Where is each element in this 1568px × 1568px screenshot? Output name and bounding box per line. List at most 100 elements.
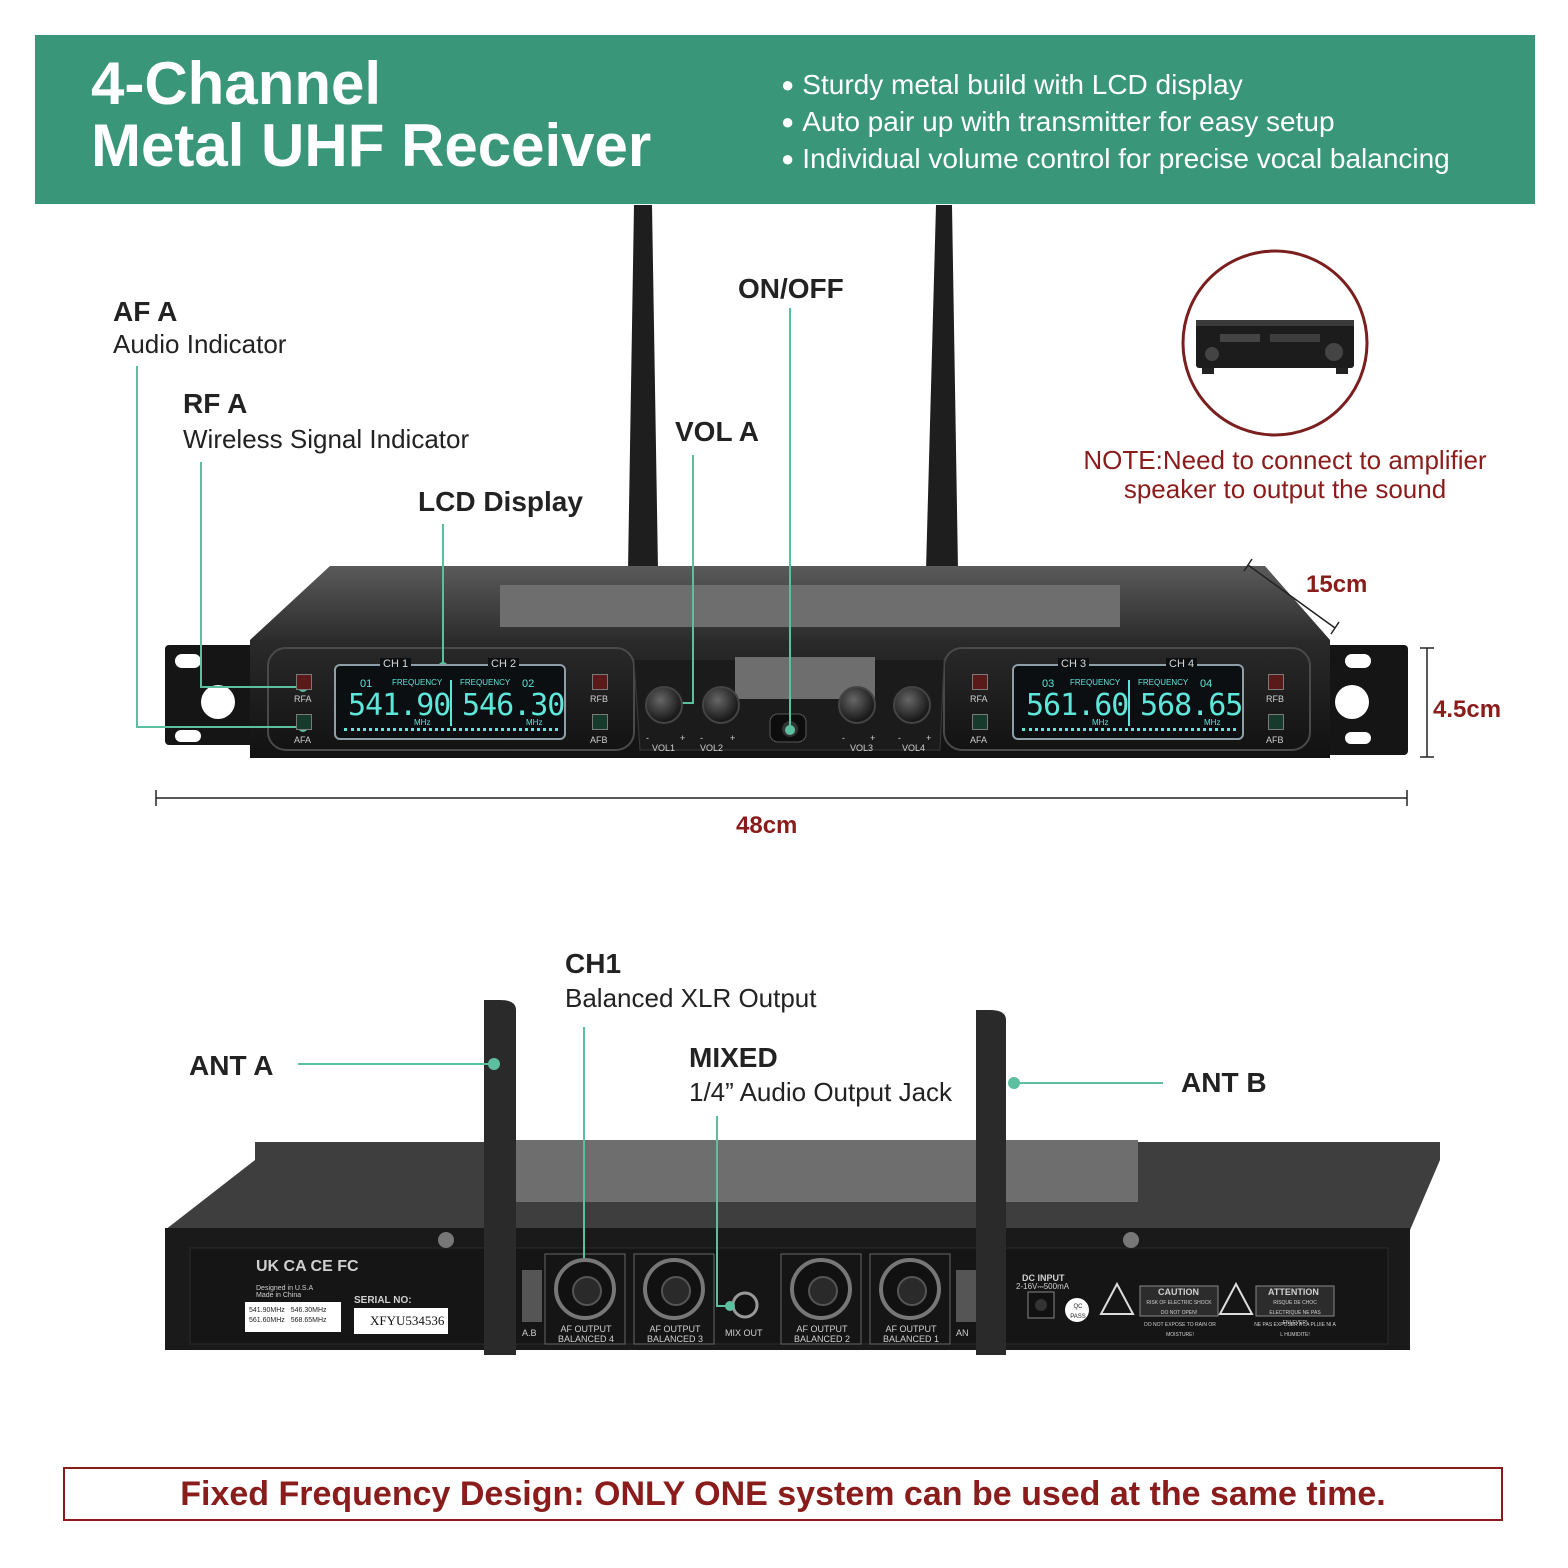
caution-title: CAUTION	[1158, 1287, 1199, 1297]
feature-item: Auto pair up with transmitter for easy s…	[781, 104, 1450, 141]
serial-plate	[354, 1308, 448, 1334]
rf-indicator	[1268, 674, 1284, 690]
warning-triangle	[1099, 1281, 1135, 1315]
warning-triangle	[1218, 1281, 1254, 1315]
knob-label: VOL4	[902, 743, 926, 753]
antenna-b	[976, 1010, 1006, 1355]
lcd-frequency-value: 541.90	[348, 688, 451, 723]
antenna-connector-label: A.B	[522, 1328, 537, 1338]
channel-label: CH 4	[1166, 658, 1198, 670]
rear-receiver-illustration	[165, 1000, 1440, 1355]
callout-rf-a-subtitle: Wireless Signal Indicator	[183, 424, 470, 454]
lcd-channel-index: 01	[360, 678, 373, 690]
amplifier-body	[1196, 320, 1354, 368]
output-label: AF OUTPUT BALANCED 3	[646, 1324, 704, 1344]
volume-knob-3[interactable]	[838, 686, 876, 724]
lcd-frequency-label: FREQUENCY	[1138, 678, 1189, 687]
afa-label: AFA	[294, 735, 312, 745]
antenna-left	[628, 205, 658, 570]
knob-minus: -	[842, 733, 845, 743]
knob-label: VOL1	[652, 743, 676, 753]
xlr-output-4[interactable]	[554, 1258, 616, 1320]
callout-af-a-subtitle: Audio Indicator	[113, 329, 287, 359]
dimension-width: 48cm	[736, 812, 798, 839]
freq-cell: 541.90MHz	[249, 1307, 285, 1314]
dimension-lines	[155, 558, 1434, 806]
callout-vol-a-title: VOL A	[675, 416, 760, 447]
af-indicator	[1268, 714, 1284, 730]
lcd-display-left: CH 1 CH 2 01 FREQUENCY FREQUENCY 02 541.…	[334, 658, 566, 740]
footer-warning-box: Fixed Frequency Design: ONLY ONE system …	[63, 1467, 1503, 1521]
attention-sub: NE PAS EXPOSER A LA PLUIE NI A L HUMIDIT…	[1254, 1322, 1336, 1338]
af-indicator	[296, 714, 312, 730]
header-banner: 4-Channel Metal UHF Receiver Sturdy meta…	[35, 35, 1535, 204]
channel-label: CH 2	[488, 658, 520, 670]
callout-ant-a-title: ANT A	[189, 1050, 274, 1081]
caution-text: RISK OF ELECTRIC SHOCK DO NOT OPEN!	[1146, 1300, 1212, 1316]
freq-cell: 561.60MHz	[249, 1317, 285, 1324]
callout-on-off-title: ON/OFF	[738, 273, 844, 304]
designed-label: Designed in U.S.A	[256, 1285, 314, 1292]
serial-label: SERIAL NO:	[354, 1295, 412, 1306]
callout-rf-a-title: RF A	[183, 388, 248, 419]
lcd-unit: MHz	[414, 718, 431, 727]
channel-label: CH 3	[1058, 658, 1090, 670]
channel-label: CH 1	[380, 658, 412, 670]
output-label: AF OUTPUT BALANCED 4	[557, 1324, 615, 1344]
product-title: 4-Channel Metal UHF Receiver	[91, 53, 651, 177]
qc-pass-label: QC PASS	[1070, 1304, 1086, 1320]
output-label: AF OUTPUT BALANCED 2	[793, 1324, 851, 1344]
frequency-plate	[245, 1302, 341, 1332]
dc-spec-label: 2-16V⎓500mA	[1016, 1282, 1070, 1291]
knob-minus: -	[646, 733, 649, 743]
rf-indicator	[592, 674, 608, 690]
dc-input-label: DC INPUT	[1022, 1273, 1065, 1283]
callout-ch1-subtitle: Balanced XLR Output	[565, 983, 817, 1013]
dimension-height: 4.5cm	[1433, 696, 1502, 723]
af-indicator	[972, 714, 988, 730]
callout-mixed-title: MIXED	[689, 1042, 778, 1073]
serial-value: XFYU534536	[370, 1313, 445, 1328]
xlr-output-3[interactable]	[643, 1258, 705, 1320]
lcd-frequency-value: 568.65	[1140, 688, 1243, 723]
lcd-unit: MHz	[526, 718, 543, 727]
lcd-frequency-value: 561.60	[1026, 688, 1129, 723]
rfa-label: RFA	[294, 694, 312, 704]
redacted-patch	[500, 585, 1120, 627]
afa-label: AFA	[970, 735, 988, 745]
feature-item: Individual volume control for precise vo…	[781, 141, 1449, 178]
antenna-right	[926, 205, 958, 570]
footer-warning-text: Fixed Frequency Design: ONLY ONE system …	[180, 1474, 1386, 1513]
xlr-output-1[interactable]	[879, 1258, 941, 1320]
amplifier-note: NOTE:Need to connect to amplifier speake…	[1040, 446, 1530, 504]
volume-knob-1[interactable]	[645, 686, 683, 724]
knob-plus: +	[870, 733, 876, 743]
knob-minus: -	[898, 733, 901, 743]
redacted-patch	[512, 1140, 1138, 1202]
title-line-1: 4-Channel	[91, 50, 382, 117]
rfa-label: RFA	[970, 694, 988, 704]
lcd-unit: MHz	[1092, 718, 1109, 727]
cert-marks: UK CA CE FC	[256, 1258, 359, 1275]
volume-knob-4[interactable]	[893, 686, 931, 724]
lcd-channel-index: 04	[1200, 678, 1213, 690]
afb-label: AFB	[590, 735, 608, 745]
feature-list: Sturdy metal build with LCD display Auto…	[781, 67, 1450, 178]
knob-label: VOL3	[850, 743, 874, 753]
knob-plus: +	[926, 733, 932, 743]
feature-item: Sturdy metal build with LCD display	[781, 67, 1450, 104]
volume-knob-2[interactable]	[702, 686, 740, 724]
freq-cell: 546.30MHz	[290, 1307, 327, 1314]
lcd-frequency-value: 546.30	[462, 688, 565, 723]
rf-indicator	[296, 674, 312, 690]
lcd-unit: MHz	[1204, 718, 1221, 727]
lcd-frequency-label: FREQUENCY	[460, 678, 511, 687]
af-indicator	[592, 714, 608, 730]
afb-label: AFB	[1266, 735, 1284, 745]
rfb-label: RFB	[590, 694, 608, 704]
title-line-2: Metal UHF Receiver	[91, 112, 652, 179]
knob-plus: +	[730, 733, 736, 743]
frequency-table: 541.90MHz 546.30MHz 561.60MHz 568.65MHz	[249, 1306, 339, 1326]
freq-cell: 568.65MHz	[290, 1317, 327, 1324]
xlr-output-2[interactable]	[790, 1258, 852, 1320]
